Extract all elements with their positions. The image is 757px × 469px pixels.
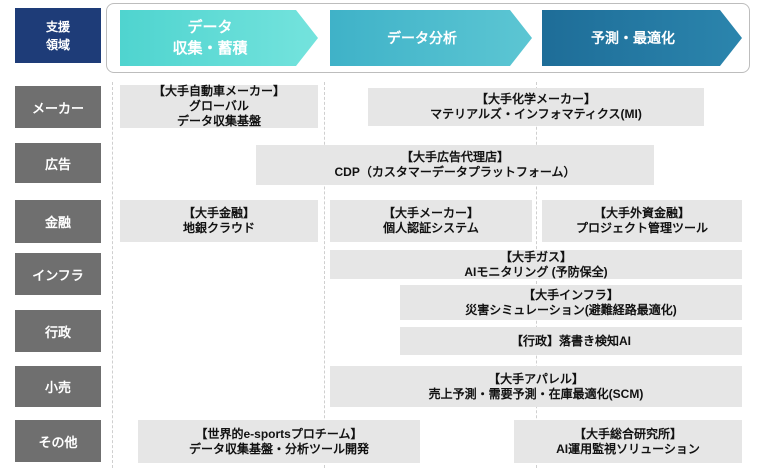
case-other-esports: 【世界的e-sportsプロチーム】 データ収集基盤・分析ツール開発: [138, 420, 420, 463]
case-title: 【大手インフラ】: [523, 287, 619, 302]
case-retail-apparel: 【大手アパレル】 売上予測・需要予測・在庫最適化(SCM): [330, 366, 742, 407]
case-title: 【大手ガス】: [499, 249, 572, 264]
row-label-maker: メーカー: [15, 86, 101, 128]
case-detail: データ収集基盤: [176, 114, 261, 128]
case-maker-chemical: 【大手化学メーカー】 マテリアルズ・インフォマティクス(MI): [368, 88, 704, 126]
column-divider: [324, 82, 325, 468]
row-label-ad: 広告: [15, 143, 101, 183]
case-finance-foreign: 【大手外資金融】 プロジェクト管理ツール: [542, 200, 742, 242]
case-title: 【大手総合研究所】: [573, 426, 682, 441]
case-ad-agency: 【大手広告代理店】 CDP（カスタマーデータプラットフォーム）: [256, 145, 654, 185]
column-divider: [112, 82, 113, 468]
case-title: 【大手広告代理店】: [400, 150, 509, 164]
case-title: 【大手自動車メーカー】: [152, 84, 285, 98]
phase-collection: データ 収集・蓄積: [120, 10, 318, 66]
row-label-other: その他: [15, 420, 101, 462]
case-gov-graffiti: 【行政】落書き検知AI: [400, 327, 742, 355]
case-detail: AI運用監視ソリューション: [556, 441, 700, 456]
row-label-finance: 金融: [15, 200, 101, 243]
case-detail: CDP（カスタマーデータプラットフォーム）: [334, 165, 576, 179]
case-other-research: 【大手総合研究所】 AI運用監視ソリューション: [514, 420, 742, 463]
row-label-gov: 行政: [15, 310, 101, 352]
case-detail: 売上予測・需要予測・在庫最適化(SCM): [428, 386, 644, 401]
case-detail: 個人認証システム: [383, 221, 479, 235]
phase-analysis-label: データ分析: [387, 30, 457, 46]
row-label-retail: 小売: [15, 366, 101, 407]
row-label-infra: インフラ: [15, 253, 101, 295]
case-finance-maker: 【大手メーカー】 個人認証システム: [330, 200, 532, 242]
support-area-line1: 支援: [45, 19, 70, 34]
phase-prediction: 予測・最適化: [542, 10, 742, 66]
case-finance-bank: 【大手金融】 地銀クラウド: [120, 200, 318, 242]
case-title: 【大手化学メーカー】: [475, 92, 596, 106]
case-title: 【世界的e-sportsプロチーム】: [195, 426, 363, 441]
phase-prediction-label: 予測・最適化: [591, 30, 675, 46]
case-detail: 災害シミュレーション(避難経路最適化): [465, 302, 677, 317]
case-maker-car: 【大手自動車メーカー】 グローバル データ収集基盤: [120, 84, 318, 128]
case-detail: グローバル: [189, 99, 249, 113]
phase-collection-line1: データ: [187, 19, 233, 36]
support-area-header: 支援 領域: [15, 8, 101, 63]
case-title: 【大手金融】: [182, 206, 255, 220]
case-detail: プロジェクト管理ツール: [575, 221, 708, 235]
case-infra-gas: 【大手ガス】 AIモニタリング (予防保全): [330, 250, 742, 279]
case-detail: マテリアルズ・インフォマティクス(MI): [430, 107, 642, 121]
case-title: 【行政】落書き検知AI: [510, 333, 631, 348]
support-area-line2: 領域: [45, 37, 70, 52]
case-title: 【大手メーカー】: [382, 206, 479, 220]
phase-collection-line2: 収集・蓄積: [172, 40, 248, 57]
case-detail: 地銀クラウド: [182, 221, 255, 235]
case-detail: AIモニタリング (予防保全): [464, 264, 608, 279]
case-title: 【大手アパレル】: [488, 371, 584, 386]
case-infra-disaster: 【大手インフラ】 災害シミュレーション(避難経路最適化): [400, 285, 742, 320]
case-title: 【大手外資金融】: [593, 206, 690, 220]
phase-analysis: データ分析: [330, 10, 532, 66]
case-detail: データ収集基盤・分析ツール開発: [188, 441, 369, 456]
